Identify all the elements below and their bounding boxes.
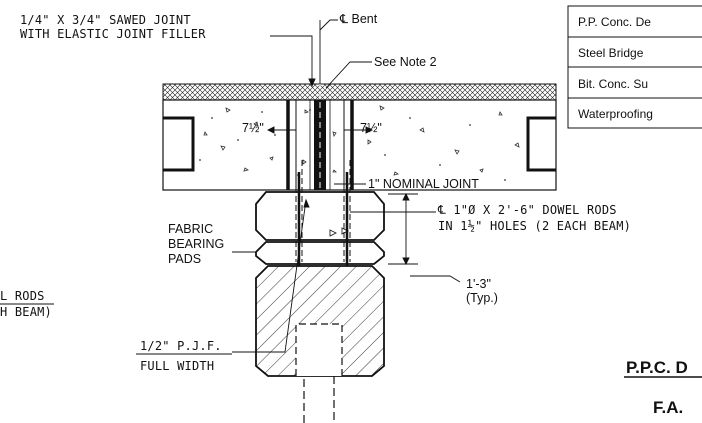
pjf-label-2: FULL WIDTH	[140, 359, 214, 373]
bearing-pads	[255, 191, 385, 265]
table-row: P.P. Conc. De	[578, 15, 651, 29]
left-cut-label-1: L RODS	[0, 289, 45, 303]
dim-right-label: 7½"	[360, 121, 382, 135]
typ-dim-label-1: 1'-3"	[466, 277, 491, 291]
table-row: Steel Bridge	[578, 46, 644, 60]
left-cut-label-2: H BEAM)	[0, 305, 52, 319]
fabric-label-2: BEARING	[168, 237, 224, 251]
nominal-joint-label: 1" NOMINAL JOINT	[368, 177, 479, 191]
sawed-joint-label-1: 1/4" X 3/4" SAWED JOINT	[20, 13, 191, 27]
leaders	[232, 35, 461, 353]
deck-slab	[162, 83, 557, 191]
bent-leader	[319, 19, 338, 31]
quantities-table: P.P. Conc. De Steel Bridge Bit. Conc. Su…	[567, 5, 702, 129]
fabric-label-3: PADS	[168, 252, 201, 266]
sawed-joint-label-2: WITH ELASTIC JOINT FILLER	[20, 27, 206, 41]
typ-dim-label-2: (Typ.)	[466, 291, 498, 305]
dim-left-label: 7½"	[242, 121, 264, 135]
dowel-label-1: ℄ 1"Ø X 2'-6" DOWEL RODS	[437, 203, 617, 217]
pjf-label-1: 1/2" P.J.F.	[140, 339, 222, 353]
table-row: Bit. Conc. Su	[578, 77, 648, 91]
joint-zone	[286, 72, 354, 190]
table-row: Waterproofing	[578, 107, 653, 121]
fabric-label-1: FABRIC	[168, 222, 213, 236]
pier-cap	[255, 265, 385, 423]
dowel-label-2: IN 1½" HOLES (2 EACH BEAM)	[438, 219, 631, 233]
bent-label: ℄ Bent	[339, 12, 378, 26]
see-note-label: See Note 2	[374, 55, 437, 69]
title-line-1: P.P.C. D	[626, 358, 688, 377]
title-line-2: F.A.	[653, 398, 683, 417]
